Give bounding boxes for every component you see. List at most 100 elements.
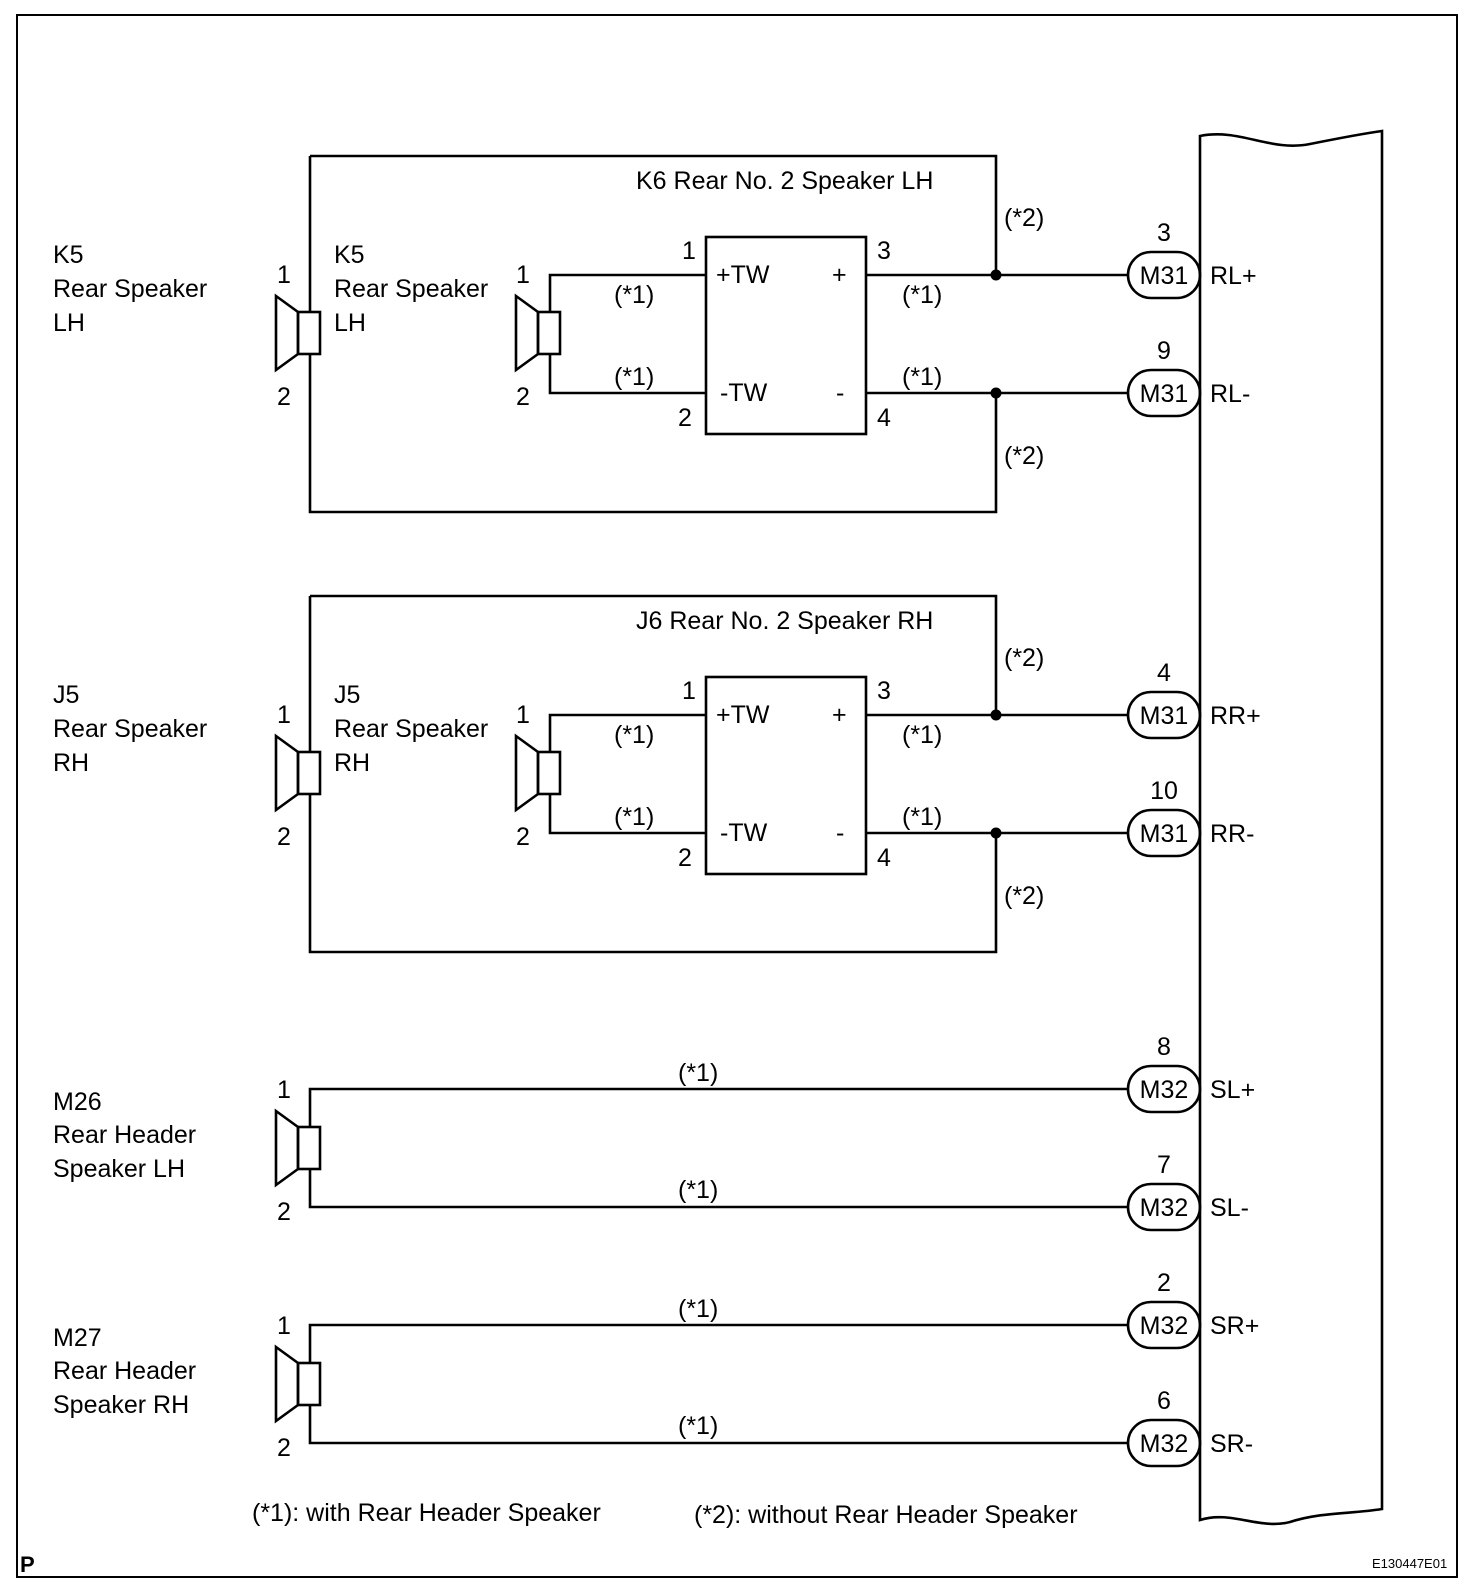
terminal-pos-connector-shape [1126, 690, 1202, 740]
header-speaker-pin2: 2 [277, 1434, 291, 1462]
wire-note-in-pos: (*1) [614, 281, 654, 309]
bypass-wire-bottom [308, 354, 998, 514]
tweeter-out-neg-label: - [836, 819, 844, 847]
tweeter-pin1: 1 [682, 677, 696, 705]
terminal-pos-connector-code: M31 [1140, 262, 1189, 290]
header-terminal-pos-pin-number: 2 [1157, 1269, 1171, 1297]
splice-dot-neg [990, 387, 1002, 399]
header-wire-note-pos: (*1) [678, 1295, 718, 1323]
inner-speaker-wire-neg [548, 794, 706, 835]
inner-speaker-wire-pos [548, 273, 706, 312]
terminal-pos-pin-number: 4 [1157, 659, 1171, 687]
header-terminal-neg-connector-code: M32 [1140, 1430, 1189, 1458]
terminal-neg-connector-code: M31 [1140, 820, 1189, 848]
splice-dot-pos [990, 709, 1002, 721]
header-terminal-neg-connector-shape [1126, 1418, 1202, 1468]
amplifier-body-outline [1198, 129, 1384, 1526]
inner-speaker-code: J5 [334, 681, 360, 709]
bypass-note-top: (*2) [1004, 644, 1044, 672]
inner-speaker-code: K5 [334, 241, 365, 269]
inner-speaker-pin2: 2 [516, 383, 530, 411]
header-wire-pos [308, 1087, 1128, 1127]
header-speaker-code: M27 [53, 1324, 102, 1352]
header-terminal-pos-connector-code: M32 [1140, 1076, 1189, 1104]
figure-id: E130447E01 [1372, 1556, 1447, 1571]
tweeter-pin2: 2 [678, 404, 692, 432]
header-wire-neg [308, 1169, 1128, 1209]
header-terminal-neg-connector-shape [1126, 1182, 1202, 1232]
legend-note-1: (*1): with Rear Header Speaker [252, 1499, 601, 1527]
splice-dot-neg [990, 827, 1002, 839]
outer-speaker-side: RH [53, 749, 89, 777]
header-terminal-pos-pin-number: 8 [1157, 1033, 1171, 1061]
inner-speaker-pin2: 2 [516, 823, 530, 851]
tweeter-pin1: 1 [682, 237, 696, 265]
terminal-neg-signal-label: RR- [1210, 820, 1254, 848]
outer-speaker-side: LH [53, 309, 85, 337]
terminal-pos-connector-code: M31 [1140, 702, 1189, 730]
header-wire-pos [308, 1323, 1128, 1363]
tweeter-title: K6 Rear No. 2 Speaker LH [636, 167, 933, 195]
outer-speaker-icon-cone [274, 293, 300, 373]
terminal-neg-connector-shape [1126, 808, 1202, 858]
terminal-pos-signal-label: RL+ [1210, 262, 1257, 290]
inner-speaker-icon-cone [514, 733, 540, 813]
legend-note-2: (*2): without Rear Header Speaker [694, 1501, 1078, 1529]
tweeter-in-pos-label: +TW [716, 701, 770, 729]
tweeter-in-neg-label: -TW [720, 379, 768, 407]
header-speaker-icon-cone [274, 1108, 300, 1188]
bypass-wire-top [310, 594, 998, 715]
outer-speaker-icon-magnet [296, 310, 322, 356]
bypass-wire-top [310, 154, 998, 275]
tweeter-pin3: 3 [877, 677, 891, 705]
inner-speaker-wire-neg [548, 354, 706, 395]
header-terminal-pos-connector-shape [1126, 1300, 1202, 1350]
wire-note-in-neg: (*1) [614, 803, 654, 831]
header-speaker-icon-cone [274, 1344, 300, 1424]
page-marker: P [20, 1552, 35, 1577]
header-speaker-icon-magnet [296, 1125, 322, 1171]
inner-speaker-pin1: 1 [516, 261, 530, 289]
header-speaker-side: Speaker RH [53, 1391, 189, 1419]
header-speaker-icon-magnet [296, 1361, 322, 1407]
inner-speaker-icon-magnet [536, 310, 562, 356]
tweeter-out-neg-label: - [836, 379, 844, 407]
header-terminal-pos-signal-label: SL+ [1210, 1076, 1255, 1104]
header-speaker-pin2: 2 [277, 1198, 291, 1226]
tweeter-out-pos-label: + [832, 261, 847, 289]
outer-speaker-code: J5 [53, 681, 79, 709]
terminal-neg-pin-number: 9 [1157, 337, 1171, 365]
tweeter-box [704, 235, 868, 436]
outer-speaker-pin1: 1 [277, 701, 291, 729]
header-speaker-side: Speaker LH [53, 1155, 185, 1183]
header-wire-neg [308, 1405, 1128, 1445]
header-wire-note-neg: (*1) [678, 1412, 718, 1440]
inner-speaker-side: LH [334, 309, 366, 337]
tweeter-pin4: 4 [877, 844, 891, 872]
tweeter-box [704, 675, 868, 876]
bypass-wire-bottom [308, 794, 998, 954]
header-speaker-name: Rear Header [53, 1357, 196, 1385]
inner-speaker-name: Rear Speaker [334, 715, 488, 743]
outer-speaker-icon-magnet [296, 750, 322, 796]
outer-speaker-pin2: 2 [277, 383, 291, 411]
header-terminal-neg-signal-label: SL- [1210, 1194, 1249, 1222]
tweeter-pin4: 4 [877, 404, 891, 432]
terminal-neg-pin-number: 10 [1150, 777, 1178, 805]
splice-dot-pos [990, 269, 1002, 281]
terminal-pos-pin-number: 3 [1157, 219, 1171, 247]
wire-note-in-pos: (*1) [614, 721, 654, 749]
inner-speaker-icon-magnet [536, 750, 562, 796]
terminal-neg-connector-shape [1126, 368, 1202, 418]
header-wire-note-neg: (*1) [678, 1176, 718, 1204]
header-terminal-neg-pin-number: 7 [1157, 1151, 1171, 1179]
header-terminal-pos-connector-code: M32 [1140, 1312, 1189, 1340]
tweeter-in-pos-label: +TW [716, 261, 770, 289]
inner-speaker-name: Rear Speaker [334, 275, 488, 303]
diagram-frame [16, 14, 1458, 1578]
header-terminal-neg-pin-number: 6 [1157, 1387, 1171, 1415]
wire-note-out-pos: (*1) [902, 281, 942, 309]
header-terminal-neg-signal-label: SR- [1210, 1430, 1253, 1458]
inner-speaker-pin1: 1 [516, 701, 530, 729]
